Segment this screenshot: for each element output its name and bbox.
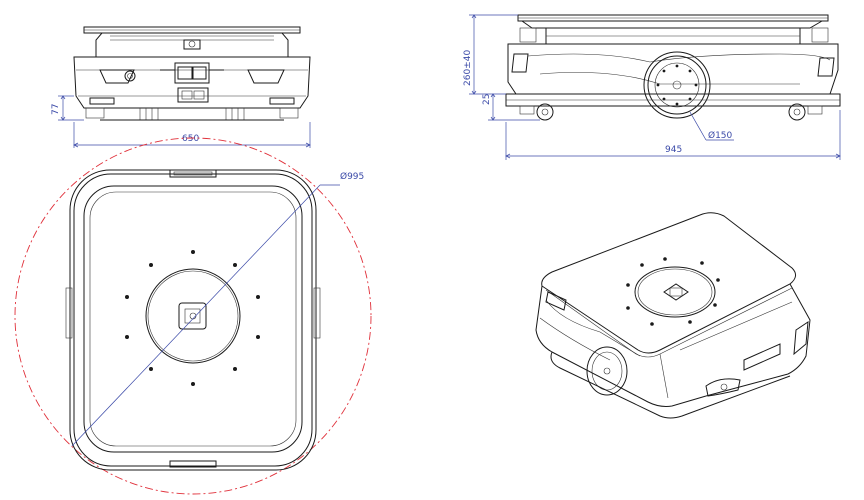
isometric-view: BROZE (535, 212, 811, 419)
dim-25-label: 25 (482, 94, 492, 105)
dim-260-label: 260±40 (463, 50, 473, 86)
dim-77-label: 77 (51, 104, 61, 115)
side-view (505, 14, 841, 121)
dim-945-label: 945 (665, 145, 682, 155)
front-view-dimensions: 77 650 (51, 95, 311, 148)
dim-turn-circle-label: Ø995 (340, 171, 364, 182)
dim-650-label: 650 (182, 134, 199, 144)
top-view (14, 137, 372, 495)
top-view-dimensions: Ø995 (71, 171, 364, 447)
dim-wheel-dia-label: Ø150 (708, 130, 733, 141)
front-view (73, 26, 311, 121)
side-view-dimensions: 260±40 25 945 Ø150 (463, 14, 841, 160)
